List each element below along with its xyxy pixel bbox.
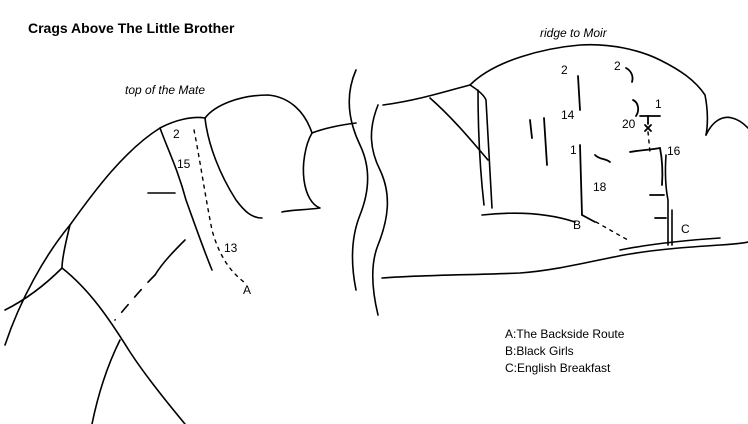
right-crag-outline <box>381 43 748 279</box>
grade-right-1-mid: 1 <box>570 143 577 157</box>
grade-right-20: 20 <box>622 117 636 131</box>
caption-ridge-to-moir: ridge to Moir <box>540 26 608 40</box>
legend-item-b: B:Black Girls <box>505 344 574 358</box>
grade-right-14: 14 <box>561 108 575 122</box>
grade-left-mid: 15 <box>177 157 191 171</box>
grade-right-18: 18 <box>593 180 607 194</box>
grade-left-low: 13 <box>224 241 238 255</box>
route-marker-b: B <box>573 218 581 232</box>
caption-top-of-mate: top of the Mate <box>125 83 205 97</box>
route-legend: A:The Backside Route B:Black Girls C:Eng… <box>505 327 625 375</box>
grade-right-top-b: 2 <box>614 59 621 73</box>
diagram-title: Crags Above The Little Brother <box>28 20 235 36</box>
central-gully <box>348 69 389 316</box>
grade-left-top: 2 <box>173 127 180 141</box>
grade-right-top-a: 2 <box>561 63 568 77</box>
right-crag-routes <box>529 67 667 241</box>
route-marker-a: A <box>243 283 251 297</box>
route-marker-c: C <box>681 222 690 236</box>
legend-item-c: C:English Breakfast <box>505 361 611 375</box>
grade-right-16: 16 <box>667 144 681 158</box>
legend-item-a: A:The Backside Route <box>505 327 625 341</box>
route-a-backside-route <box>193 129 245 283</box>
left-crag-outline <box>4 94 357 424</box>
left-dashed-descent <box>114 274 156 321</box>
grade-right-1-upper: 1 <box>655 97 662 111</box>
